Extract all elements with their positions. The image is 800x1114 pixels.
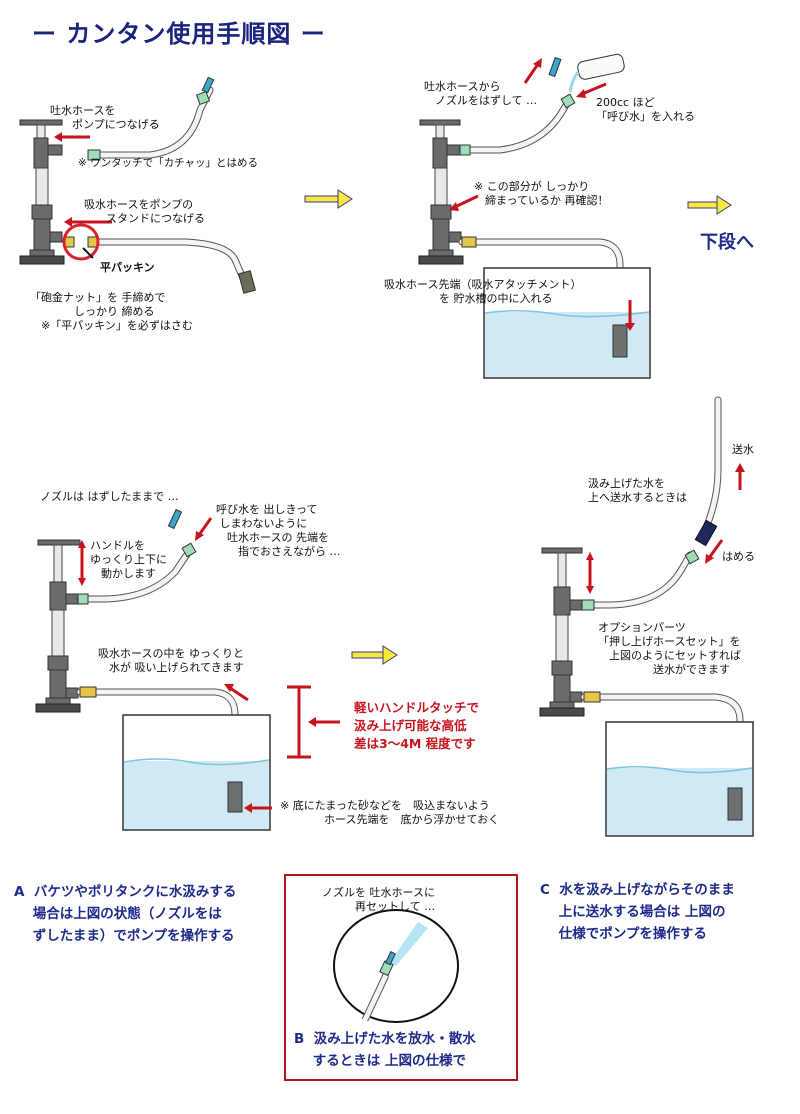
page-title: ー カンタン使用手順図 ー — [32, 20, 326, 48]
caption-b: B 汲み上げた水を放水・散水 するときは 上図の仕様で — [294, 1031, 476, 1069]
label-one-touch-note: ※ ワンタッチで「カチャッ」とはめる — [78, 157, 259, 169]
label-insert-intake: 吸水ホース先端（吸水アタッチメント） を 貯水槽の中に入れる — [384, 278, 582, 305]
pump-step3 — [35, 539, 81, 713]
label-remove-nozzle: 吐水ホースから ノズルをはずして … — [424, 80, 538, 107]
caption-b-note: ノズルを 吐水ホースに 再セットして … — [322, 886, 436, 913]
label-pump-up-note: 汲み上げた水を 上へ送水するときは — [588, 477, 687, 504]
label-priming-water: 200cc ほど 「呼び水」を入れる — [596, 96, 695, 123]
label-height-note: 軽いハンドルタッチで 汲み上げ可能な高低 差は3～4M 程度です — [354, 700, 480, 751]
height-bracket — [287, 685, 340, 759]
water-bottle — [577, 53, 625, 80]
label-flat-packing: 平パッキン — [100, 261, 155, 274]
label-recheck: ※ この部分が しっかり 締まっているか 再確認！ — [474, 180, 609, 207]
label-nut-note: 「砲金ナット」を 手締めで しっかり 締める ※「平パッキン」を必ずはさむ — [30, 291, 193, 332]
pump-step1 — [19, 119, 65, 265]
next-step-arrow — [351, 645, 398, 665]
label-send-water: 送水 — [732, 443, 754, 456]
label-attach: はめる — [722, 550, 755, 563]
next-row-label: 下段へ — [700, 232, 754, 253]
label-nozzle-removed: ノズルは はずしたままで … — [40, 490, 179, 503]
caption-c: C 水を汲み上げながらそのまま 上に送水する場合は 上図の 仕様でポンプを操作す… — [540, 882, 735, 942]
next-step-arrow — [304, 189, 353, 209]
nozzle-detail-circle — [333, 909, 459, 1023]
label-connect-discharge-hose: 吐水ホースを ポンプにつなげる — [50, 104, 160, 131]
label-finger-note: 呼び水を 出しきって しまわないように 吐水ホースの 先端を 指でおさえながら … — [216, 503, 341, 558]
next-row-arrow — [687, 195, 732, 215]
label-connect-intake-hose: 吸水ホースをポンプの スタンドにつなげる — [84, 198, 205, 225]
packing-highlight-circle — [62, 223, 100, 261]
label-suction-note: 吸水ホースの中を ゆっくりと 水が 吸い上げられてきます — [98, 647, 244, 674]
pump-step4 — [539, 547, 585, 717]
option-b-box — [284, 874, 518, 1081]
caption-a: A バケツやポリタンクに水汲みする 場合は上図の状態（ノズルをは ずしたまま）で… — [14, 884, 237, 944]
pump-step2 — [418, 119, 464, 265]
label-sand-note: ※ 底にたまった砂などを 吸込まないよう ホース先端を 底から浮かせておく — [280, 799, 500, 826]
label-handle-note: ハンドルを ゆっくり上下に 動かします — [90, 539, 167, 580]
nozzle — [548, 56, 562, 78]
label-option-note: オプションパーツ 「押し上げホースセット」を 上図のようにセットすれば 送水がで… — [598, 621, 741, 676]
